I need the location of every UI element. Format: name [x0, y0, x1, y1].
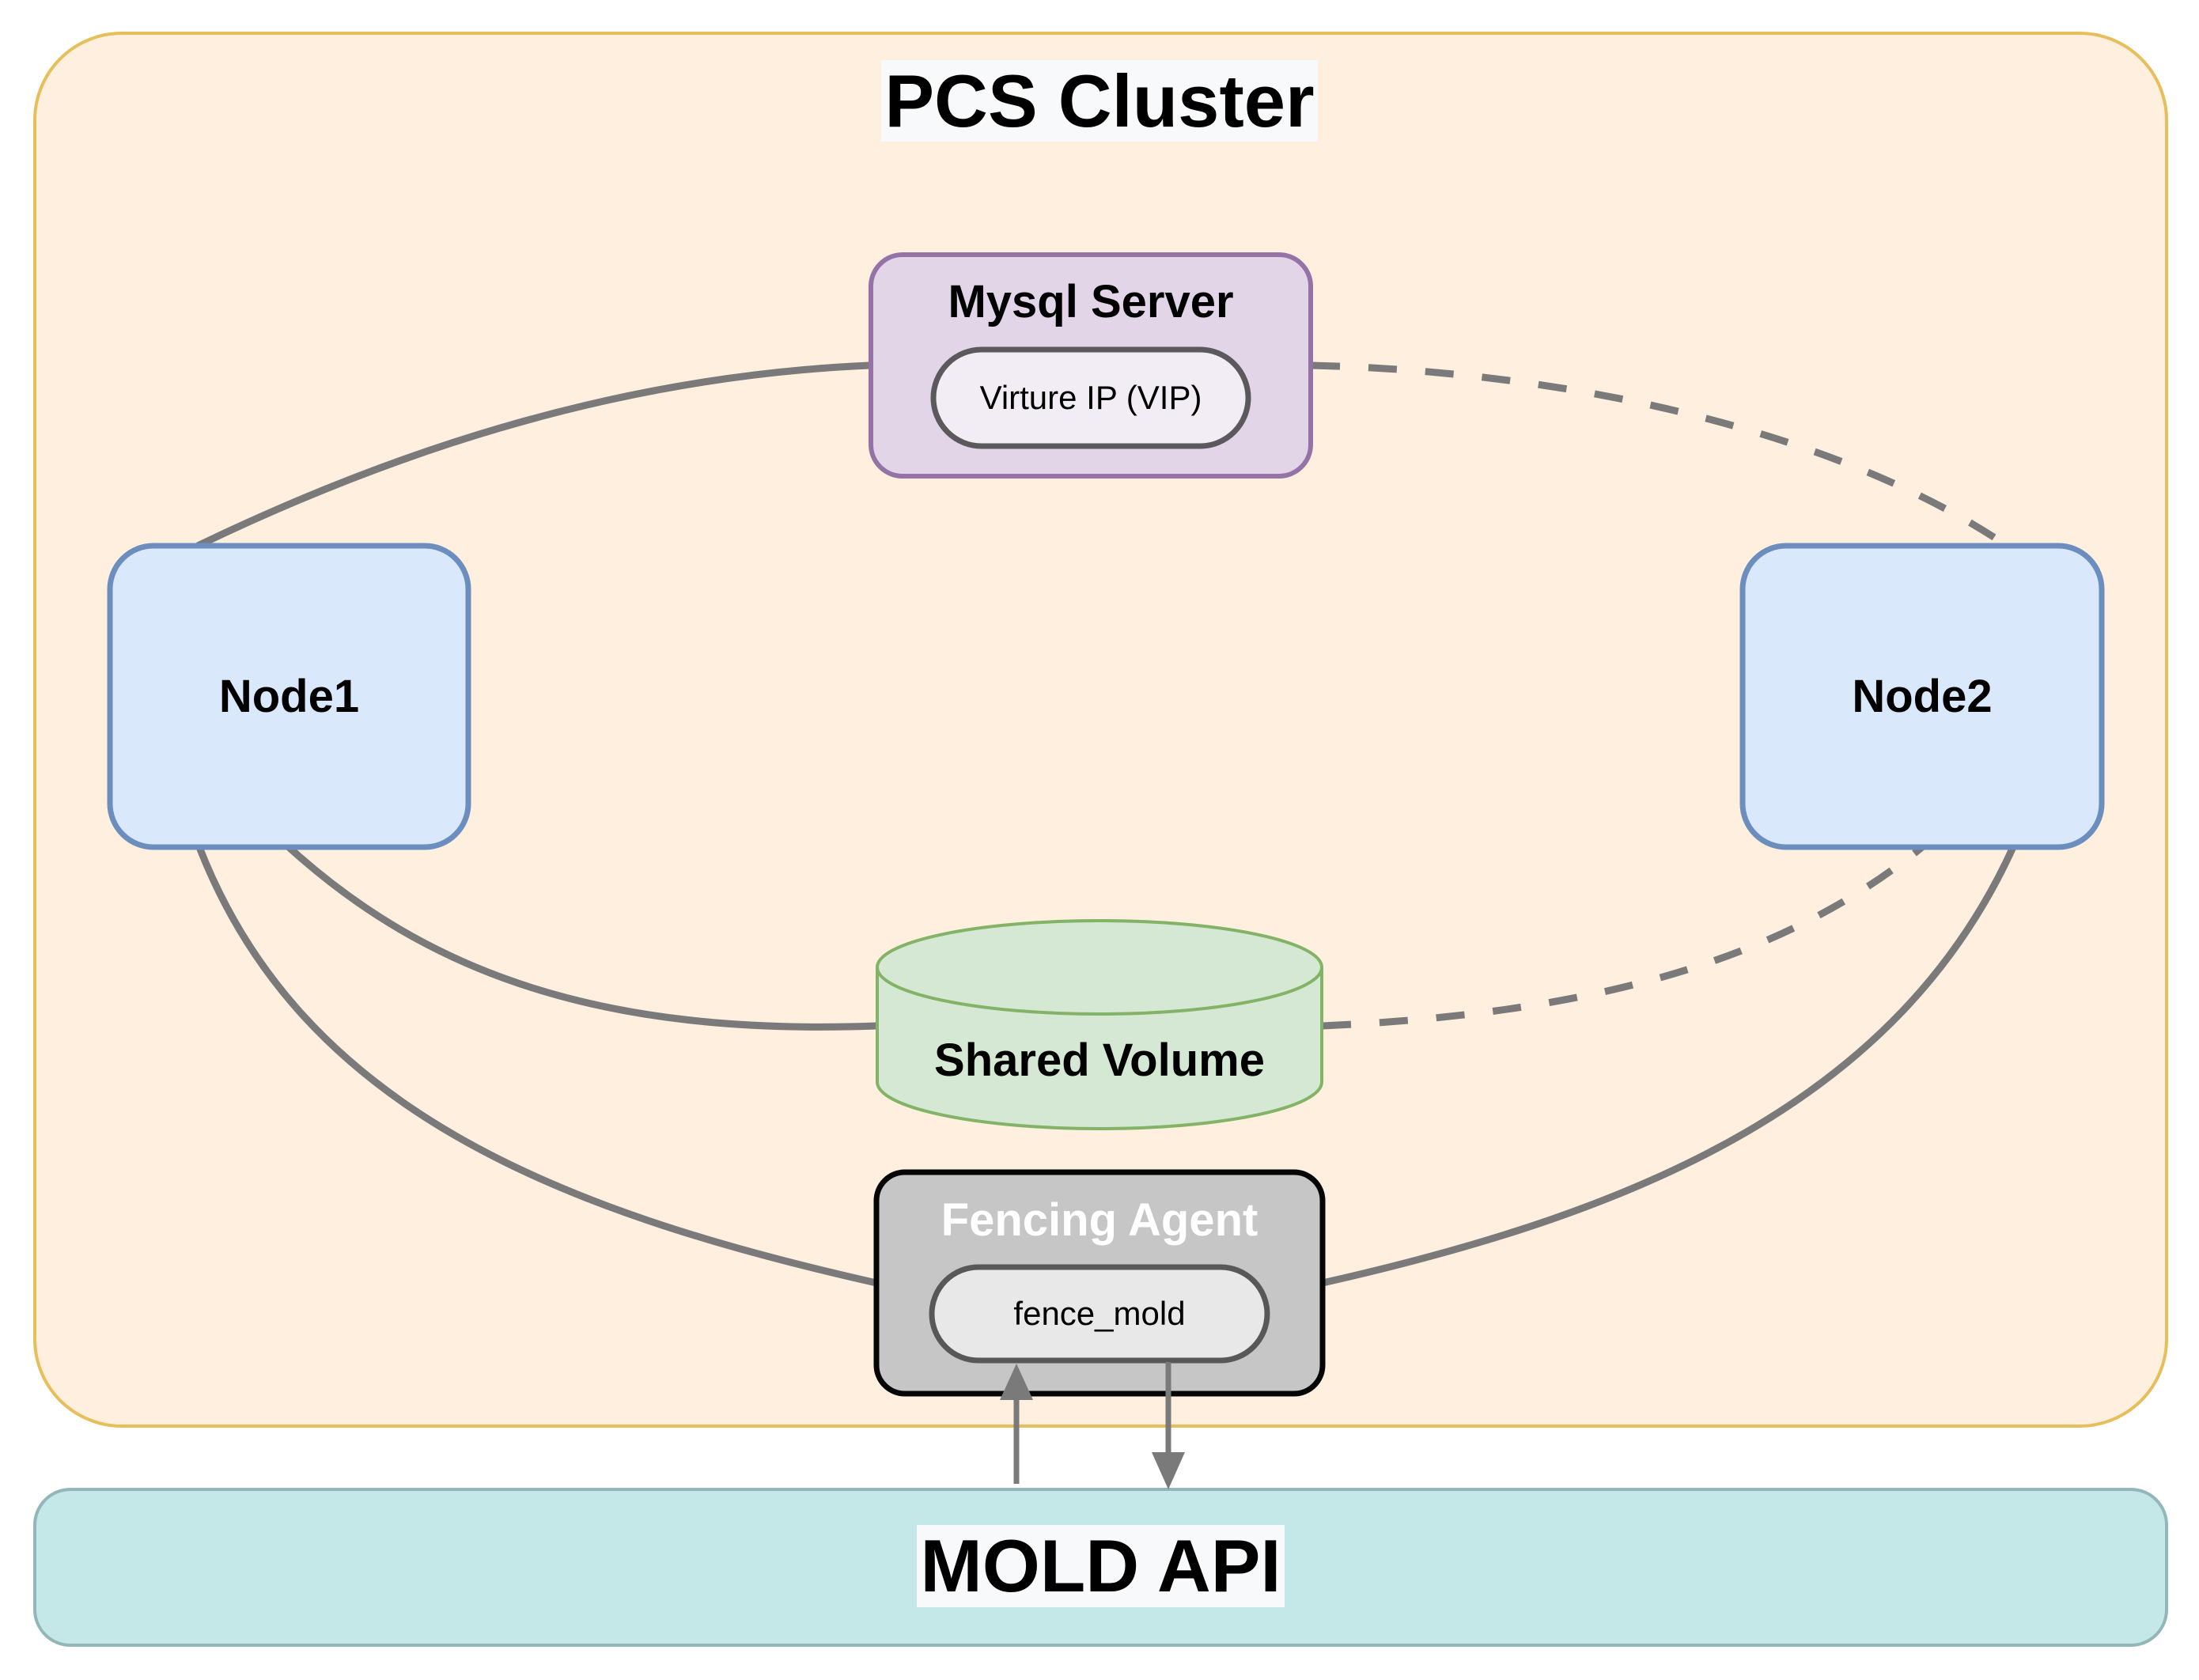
arrowhead-up-icon	[1000, 1364, 1033, 1400]
edge-node1-shared-volume	[286, 844, 877, 1031]
mold-api-title-wrap: MOLD API	[35, 1523, 2167, 1610]
shared-volume-label: Shared Volume	[934, 1034, 1265, 1086]
node2-label: Node2	[1852, 671, 1993, 722]
arrowhead-down-icon	[1152, 1452, 1185, 1489]
vip-label: Virture IP (VIP)	[979, 379, 1202, 416]
mold-api-title: MOLD API	[917, 1525, 1285, 1607]
node1-box[interactable]	[107, 543, 471, 850]
pcs-cluster-container	[33, 32, 2168, 1428]
edge-fencing-node2	[1322, 846, 2017, 1287]
node1-label: Node1	[218, 671, 360, 722]
fence-mold-pill[interactable]	[929, 1264, 1270, 1364]
mysql-server-title: Mysql Server	[948, 275, 1234, 327]
shared-volume-cylinder[interactable]	[876, 919, 1323, 1130]
edge-node1-mysql	[196, 361, 870, 550]
fence-mold-label: fence_mold	[1013, 1295, 1186, 1332]
node2-box[interactable]	[1739, 543, 2105, 850]
vip-pill[interactable]	[930, 346, 1251, 449]
cluster-title: PCS Cluster	[881, 59, 1318, 142]
fencing-agent-title: Fencing Agent	[941, 1194, 1258, 1246]
edge-mysql-node2	[1311, 361, 1997, 541]
edge-shared-volume-node2	[1322, 844, 1925, 1030]
edge-node1-fencing	[195, 846, 877, 1287]
cluster-title-wrap: PCS Cluster	[870, 59, 1329, 142]
